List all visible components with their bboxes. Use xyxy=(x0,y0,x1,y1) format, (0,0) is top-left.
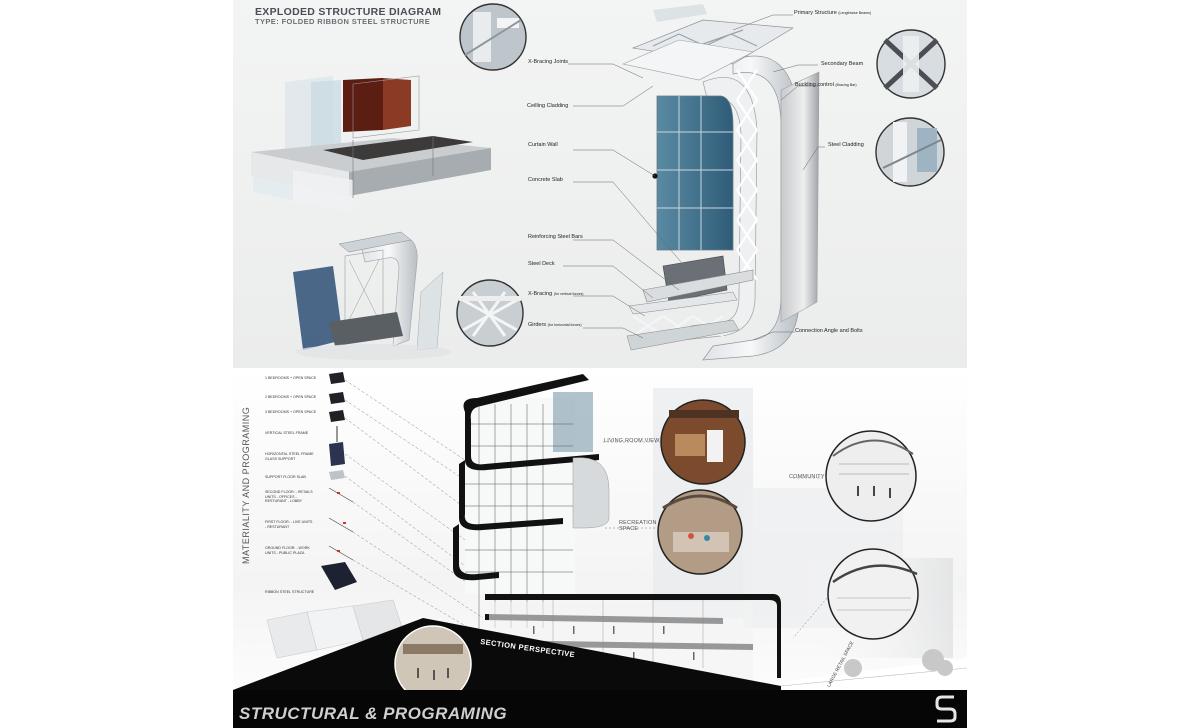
diagram-subtitle: TYPE: FOLDED RIBBON STEEL STRUCTURE xyxy=(255,17,431,26)
callout-primary-structure: Primary Structure (Lengthwise Beams) xyxy=(794,10,871,16)
detail-circle-secondary-beam xyxy=(876,29,946,99)
poster-board: EXPLODED STRUCTURE DIAGRAM TYPE: FOLDED … xyxy=(233,0,967,728)
callout-xbracing-joints: X-Bracing Joints xyxy=(528,59,569,65)
section-perspective-graphic xyxy=(233,372,967,728)
community-label: COMMUNITY xyxy=(789,474,825,480)
diagram-title: EXPLODED STRUCTURE DIAGRAM xyxy=(255,6,442,18)
trees xyxy=(844,649,953,677)
footer-bar: STRUCTURAL & PROGRAMING xyxy=(233,690,967,728)
footer-title: STRUCTURAL & PROGRAMING xyxy=(239,704,508,723)
exploded-diagram-graphic xyxy=(251,3,946,361)
exploded-assembly xyxy=(622,4,820,361)
space-leaders xyxy=(603,441,828,639)
callout-reinforcing-steel-bars: Reinforcing Steel Bars xyxy=(528,234,583,240)
program-item: VERTICAL STEEL FRAME xyxy=(265,431,309,435)
recreation-circle xyxy=(657,489,743,575)
callout-girders-note: (for horizontal forces) xyxy=(547,323,582,327)
living-room-label: LIVING ROOM VIEW xyxy=(604,438,660,444)
retail-circle xyxy=(827,548,919,640)
recreation-label: RECREATION SPACE xyxy=(619,520,657,532)
detail-circle-steel-cladding xyxy=(875,117,945,187)
callout-xbracing-note: (for vertical forces) xyxy=(553,292,584,296)
callout-ceiling-cladding: Ceilling Cladding xyxy=(527,103,569,109)
detail-circle-xbracing-joints xyxy=(459,3,527,71)
model-structure-lower xyxy=(293,231,451,360)
callout-girders: Girders (for horizontal forces) xyxy=(528,322,582,328)
program-item: SECOND FLOOR: - RETAILS UNITS - OFFICES … xyxy=(265,490,313,504)
callout-steel-cladding: Steel Cladding xyxy=(828,142,864,148)
program-item: RIBBON STEEL STRUCTURE xyxy=(265,590,315,594)
program-item: 1 BEDROOMS + OPEN SPACE xyxy=(265,376,317,380)
s-logo-icon xyxy=(935,695,957,723)
callout-xbracing: X-Bracing (for vertical forces) xyxy=(528,291,583,297)
callout-concrete-slab: Concrete Slab xyxy=(528,177,563,183)
program-item: GROUND FLOOR: - WORK UNITS - PUBLIC PLAZ… xyxy=(265,546,310,555)
detail-circle-xbracing xyxy=(456,279,524,347)
program-item: 3 BEDROOMS + OPEN SPACE xyxy=(265,410,317,414)
living-room-circle xyxy=(660,399,746,485)
callout-buckling-control-label: Buckling control xyxy=(795,82,834,88)
section-interior-circle xyxy=(394,625,472,703)
callout-curtain-wall: Curtain Wall xyxy=(528,142,558,148)
model-building-upper xyxy=(251,75,491,212)
callout-primary-structure-label: Primary Structure xyxy=(794,10,837,16)
callout-steel-deck: Steel Deck xyxy=(528,261,555,267)
program-item: FIRST FLOOR: - LIVE UNITS - RESTURANT xyxy=(265,520,313,529)
callout-primary-structure-note: (Lengthwise Beams) xyxy=(838,11,872,15)
exploded-structure-panel: EXPLODED STRUCTURE DIAGRAM TYPE: FOLDED … xyxy=(233,0,967,368)
callout-connection-angle: Connection Angle and Bolts xyxy=(795,328,863,334)
callout-buckling-control-note: (Bracing Bar) xyxy=(835,83,857,87)
program-item: SUPPORT FLOOR SLAB xyxy=(265,475,306,479)
callout-buckling-control: Buckling control (Bracing Bar) xyxy=(795,82,857,88)
program-item: HORIZONTAL STEEL FRAME GLASS SUPPORT xyxy=(265,452,314,461)
community-circle xyxy=(825,430,917,522)
programing-panel: MATERIALITY AND PROGRAMING 1 BEDROOMS + … xyxy=(233,368,967,728)
callout-xbracing-label: X-Bracing xyxy=(528,291,553,297)
program-stack xyxy=(266,372,404,659)
program-item: 2 BEDROOMS + OPEN SPACE xyxy=(265,395,317,399)
callout-girders-label: Girders xyxy=(528,322,547,328)
callout-secondary-beam: Secondary Beam xyxy=(821,61,864,67)
leader-lines xyxy=(563,14,825,341)
program-vertical-title: MATERIALITY AND PROGRAMING xyxy=(241,406,251,564)
